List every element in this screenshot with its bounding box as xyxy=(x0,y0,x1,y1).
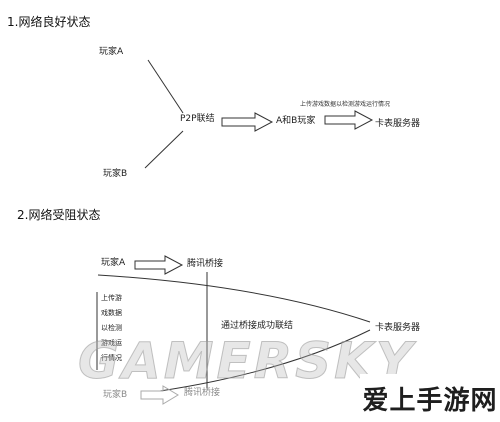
s2-player-a: 玩家A xyxy=(101,258,126,268)
site-logo-text: 爱上手游网 xyxy=(362,385,498,416)
section1-heading: 1.网络良好状态 xyxy=(7,15,91,29)
line-player-a-to-p2p xyxy=(147,59,184,114)
s1-server: 卡表服务器 xyxy=(375,119,421,129)
s1-ab-players: A和B玩家 xyxy=(276,116,316,126)
s2-bridge-top: 腾讯桥接 xyxy=(187,259,224,269)
arrow-p2p-to-ab xyxy=(221,112,274,132)
s1-player-a: 玩家A xyxy=(99,47,124,57)
s2-bridge-success: 通过桥接成功联结 xyxy=(221,321,294,331)
site-logo: 爱上手游网 xyxy=(360,374,500,422)
s2-upload-line: 上传游 xyxy=(101,294,122,302)
s1-player-b: 玩家B xyxy=(103,169,128,179)
s2-upload-line: 戏数据 xyxy=(101,309,122,317)
s2-bridge-bottom: 腾讯桥接 xyxy=(184,388,221,398)
gamersky-watermark: GAMERSKY xyxy=(77,332,416,391)
s2-upload-line: 行情况 xyxy=(101,354,122,362)
s2-server: 卡表服务器 xyxy=(375,323,421,333)
curve-top xyxy=(97,274,371,323)
line-player-b-to-p2p xyxy=(144,130,184,169)
curve-bottom xyxy=(159,329,371,392)
arrow-player-b-to-bridge xyxy=(140,385,179,405)
arrow-player-a-to-bridge xyxy=(134,255,184,275)
s1-upload-note: 上传游戏数据以检测游戏运行情况 xyxy=(300,101,391,108)
s2-upload-line: 游戏运 xyxy=(101,339,122,347)
section2-heading: 2.网络受阻状态 xyxy=(17,208,101,222)
s1-p2p: P2P联结 xyxy=(180,114,215,124)
s2-player-b: 玩家B xyxy=(103,390,128,400)
s2-upload-line: 以检测 xyxy=(101,324,122,332)
arrow-ab-to-server xyxy=(324,110,374,130)
